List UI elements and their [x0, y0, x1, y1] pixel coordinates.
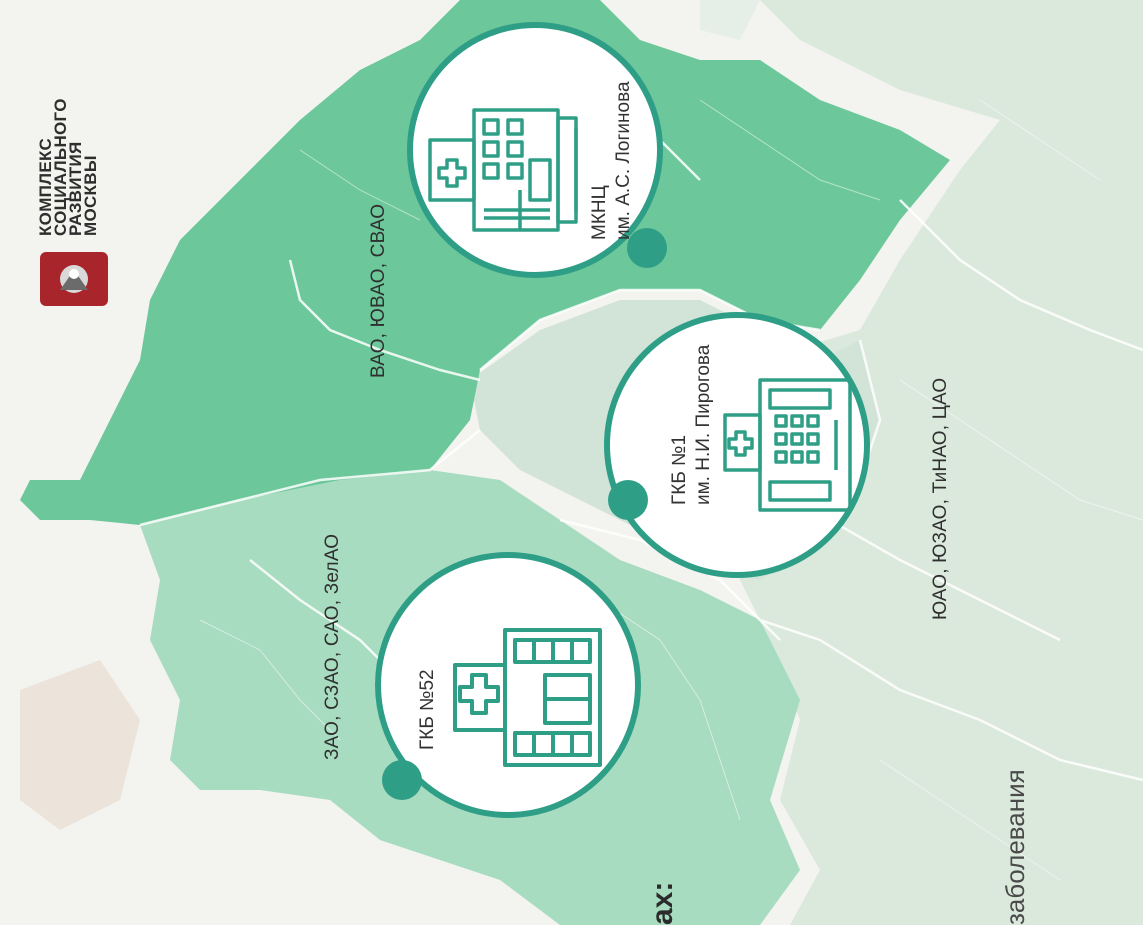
region-label-west: ЗАО, СЗАО, САО, ЗелАО — [322, 533, 343, 760]
hospital-name-line: им. А.С. Логинова — [613, 81, 634, 240]
neighbour-area — [20, 660, 140, 830]
hospital-name-line: ГКБ №52 — [417, 669, 438, 750]
heading-fragment: ах: — [646, 881, 679, 925]
hospital-name-line: ГКБ №1 — [669, 434, 690, 505]
neighbour-area — [700, 0, 760, 40]
region-south[interactable] — [700, 0, 1143, 925]
marker-dot — [627, 228, 667, 268]
district-inner-borders — [199, 99, 1143, 881]
organization-logo-text: КОМПЛЕКС СОЦИАЛЬНОГО РАЗВИТИЯ МОСКВЫ — [36, 98, 100, 236]
hospital-name-gkb52: ГКБ №52 — [416, 669, 440, 750]
hospital-name-gkb1: ГКБ №1 им. Н.И. Пирогова — [668, 345, 716, 505]
hospital-building-icon — [723, 378, 852, 512]
marker-dot — [382, 760, 422, 800]
hospital-building-icon — [453, 628, 602, 767]
region-label-south: ЮАО, ЮЗАО, ТиНАО, ЦАО — [930, 377, 951, 620]
disease-text-fragment: заболевания — [1000, 769, 1030, 925]
hospital-marker-gkb1[interactable] — [604, 312, 870, 578]
hospital-name-mknc: МКНЦ им. А.С. Логинова — [588, 81, 636, 240]
moscow-coat-of-arms-icon — [40, 252, 108, 306]
hospital-building-icon — [428, 108, 578, 232]
hospital-name-line: МКНЦ — [589, 185, 610, 240]
hospital-name-line: им. Н.И. Пирогова — [693, 344, 714, 505]
region-label-east: ВАО, ЮВАО, СВАО — [368, 203, 389, 378]
marker-dot — [608, 480, 648, 520]
logo-line: МОСКВЫ — [81, 155, 100, 236]
